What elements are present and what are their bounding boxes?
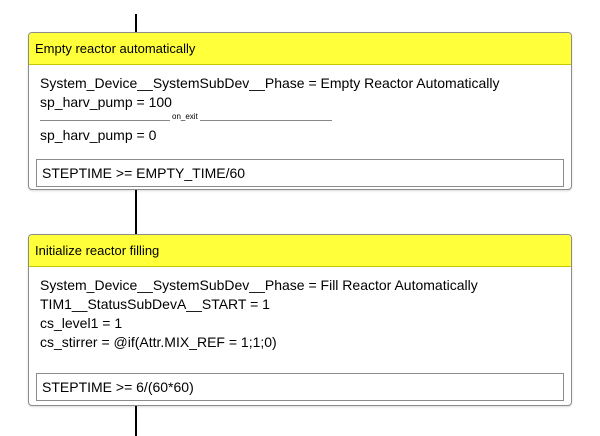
exit-action-line: sp_harv_pump = 0 bbox=[40, 127, 157, 143]
transition-condition[interactable]: STEPTIME >= 6/(60*60) bbox=[36, 373, 564, 401]
action-line: cs_level1 = 1 bbox=[40, 315, 123, 331]
transition-condition[interactable]: STEPTIME >= EMPTY_TIME/60 bbox=[36, 159, 564, 187]
step-title: Initialize reactor filling bbox=[29, 235, 571, 267]
action-line: System_Device__SystemSubDev__Phase = Emp… bbox=[40, 75, 500, 91]
action-line: TIM1__StatusSubDevA__START = 1 bbox=[40, 296, 270, 312]
on-exit-label: on_exit bbox=[170, 112, 200, 121]
step-title: Empty reactor automatically bbox=[29, 33, 571, 65]
step-actions: System_Device__SystemSubDev__Phase = Fil… bbox=[29, 267, 571, 352]
action-line: cs_stirrer = @if(Attr.MIX_REF = 1;1;0) bbox=[40, 334, 277, 350]
action-line: sp_harv_pump = 100 bbox=[40, 94, 172, 110]
action-line: System_Device__SystemSubDev__Phase = Fil… bbox=[40, 277, 478, 293]
on-exit-separator: on_exit bbox=[40, 112, 332, 126]
step-initialize-filling[interactable]: Initialize reactor filling System_Device… bbox=[28, 234, 572, 406]
step-actions: System_Device__SystemSubDev__Phase = Emp… bbox=[29, 65, 571, 145]
flow-connector-bottom bbox=[135, 406, 137, 436]
step-empty-reactor[interactable]: Empty reactor automatically System_Devic… bbox=[28, 32, 572, 190]
flow-connector-middle bbox=[135, 190, 137, 234]
flow-connector-top bbox=[135, 14, 137, 32]
